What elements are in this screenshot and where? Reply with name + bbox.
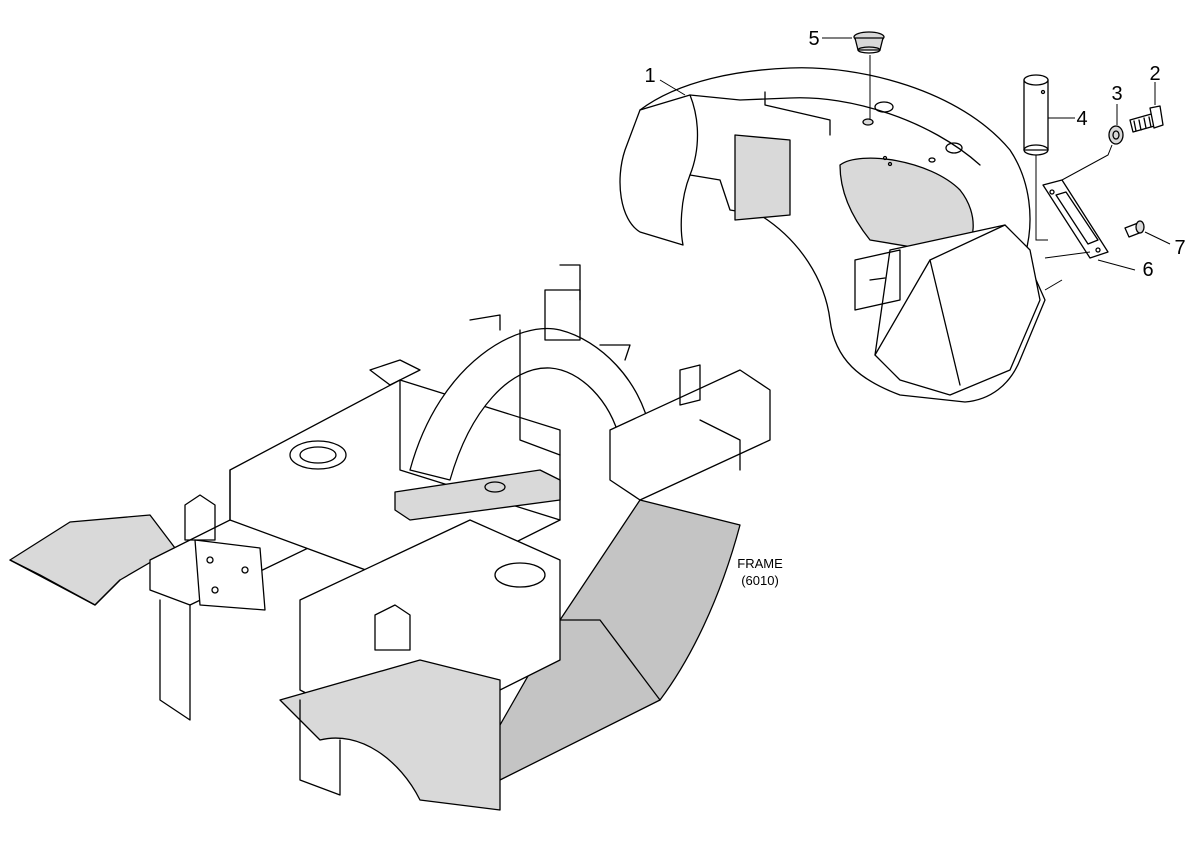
bolt-part-2: [1129, 105, 1164, 133]
frame-reference-code: (6010): [741, 573, 779, 588]
callout-5: 5: [808, 28, 819, 50]
counterweight-part-1: [619, 67, 1046, 403]
gasket-part-6: [1042, 179, 1109, 259]
screw-part-7: [1124, 220, 1145, 238]
callout-6: 6: [1142, 259, 1153, 281]
callout-4: 4: [1076, 108, 1087, 130]
callout-3: 3: [1111, 83, 1122, 105]
washer-part-3: [1108, 125, 1124, 145]
leader-lines: [659, 37, 1171, 291]
frame-reference-title: FRAME: [737, 556, 783, 571]
pin-part-4: [1023, 74, 1049, 156]
callout-numbers: 1 2 3 4 5 6 7: [644, 28, 1185, 281]
callout-2: 2: [1149, 63, 1160, 85]
callout-1: 1: [644, 65, 655, 87]
frame-assembly: [9, 264, 771, 811]
plug-part-5: [853, 31, 885, 54]
callout-7: 7: [1174, 237, 1185, 259]
